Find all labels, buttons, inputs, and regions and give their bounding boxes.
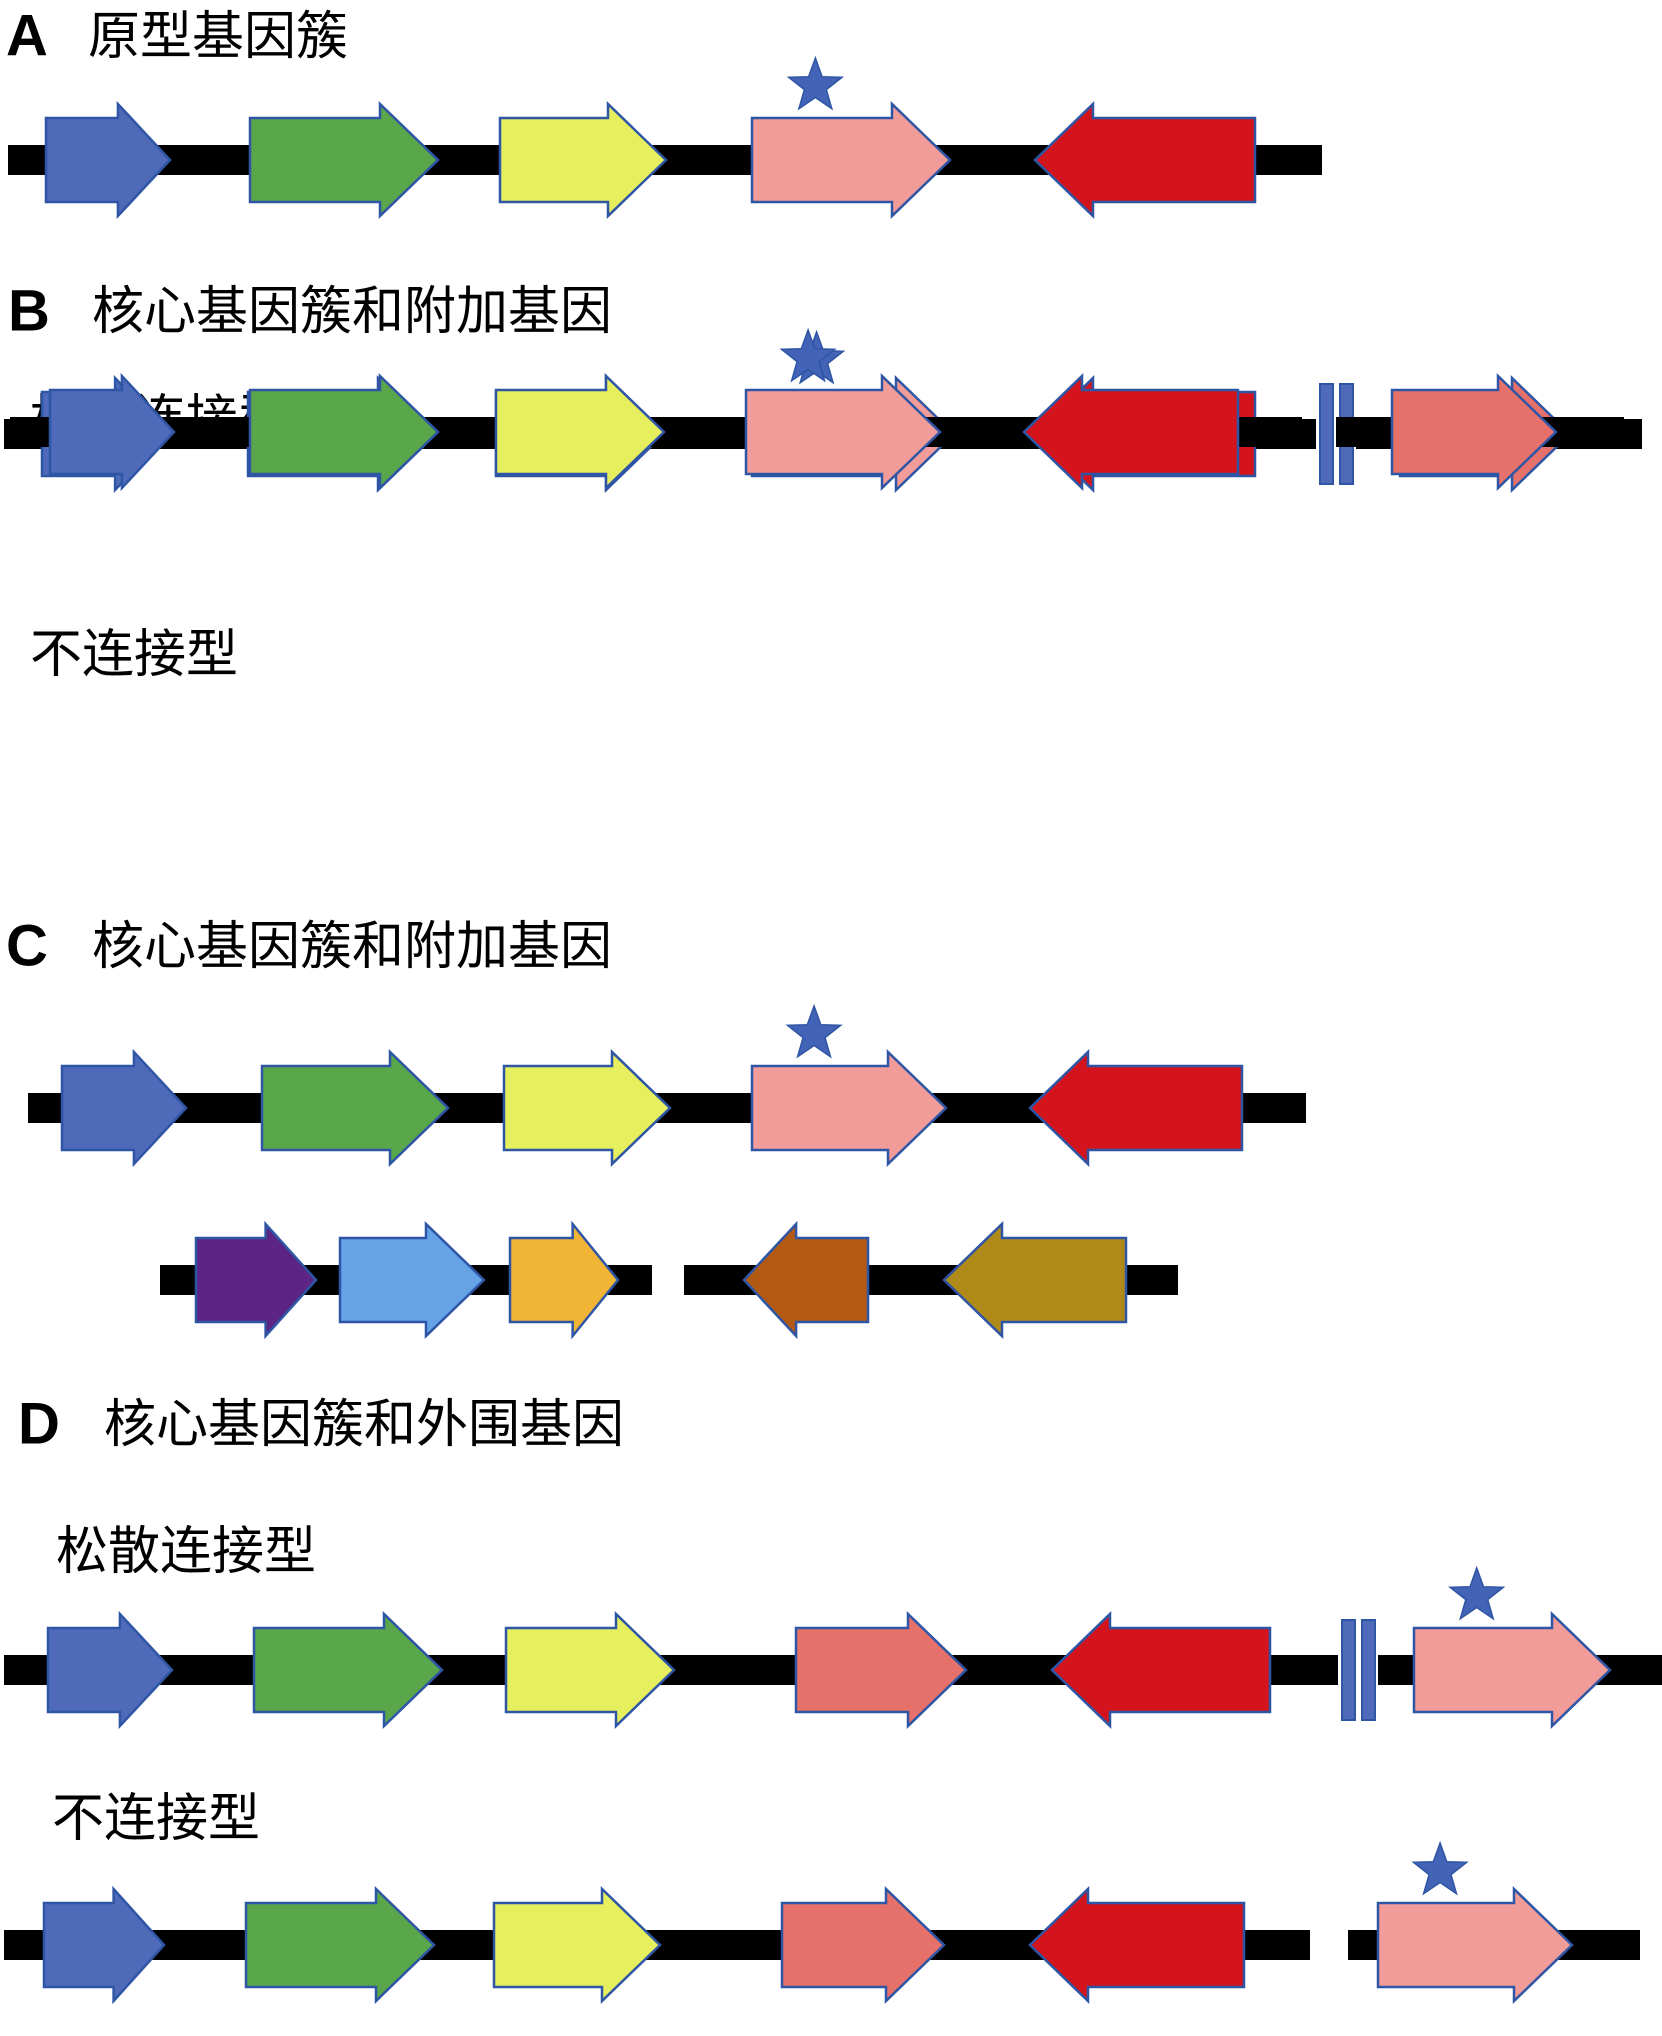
break-bar [1361,1619,1376,1721]
section-c: C 核心基因簇和附加基因 [6,913,1306,1340]
gene-arrow-green [260,1049,450,1167]
gene-arrow-salmon [780,1886,946,2004]
gene-arrow-red [1028,1049,1244,1167]
gene-arrow-blue [42,1885,166,2005]
gene-arrow-salmon [1390,373,1558,491]
break-bar [1319,383,1334,485]
star-icon [786,55,845,111]
gene-arrow-yellow [492,1886,662,2004]
gene-arrow-pink [1412,1611,1612,1729]
gene-arrow-lightblue [338,1221,486,1339]
section-letter: B [8,278,50,343]
gene-arrow-blue [44,100,172,220]
gene-arrow-red [1033,101,1257,219]
break-marker [1316,379,1356,489]
gene-arrow-pink [750,101,952,219]
gene-arrow-red [1022,373,1240,491]
gene-arrow-green [244,1886,436,2004]
gene-arrow-pink [1376,1886,1574,2004]
section-title: 核心基因簇和附加基因 [92,917,612,977]
break-bar [1341,1619,1356,1721]
row-subtitle: 不连接型 [30,625,238,685]
gene-arrow-blue [46,1610,174,1730]
gene-row: 不连接型 [4,1789,1640,2005]
section-title: 核心基因簇和外围基因 [104,1395,624,1455]
gene-arrow-red [1028,1886,1246,2004]
gene-arrow-yellow [498,101,668,219]
gene-arrow-olive [942,1221,1128,1339]
star-icon [785,1003,843,1059]
gene-row [28,1003,1306,1168]
star-icon [779,327,837,383]
gene-arrow-green [248,101,440,219]
section-letter: A [6,3,48,68]
gene-arrow-purple [194,1220,318,1340]
gene-row [8,55,1322,220]
gene-arrow-blue [48,372,176,492]
gene-row [160,1220,1178,1340]
section-a: A 原型基因簇 [6,3,1322,220]
gene-arrow-green [252,1611,444,1729]
gene-arrow-pink [744,373,942,491]
gene-arrow-brown [742,1220,870,1340]
gene-arrow-green [248,373,440,491]
row-subtitle: 不连接型 [52,1789,260,1849]
gene-arrow-orange [508,1220,620,1340]
gene-arrow-red [1050,1611,1272,1729]
gene-arrow-yellow [504,1611,676,1729]
section-title: 原型基因簇 [88,7,348,67]
section-letter: D [18,1391,60,1456]
break-marker [1338,1615,1378,1725]
section-title: 核心基因簇和附加基因 [92,282,612,342]
gene-arrow-yellow [494,373,666,491]
section-b: B核心基因簇和附加基因松散连接型不连接型 [4,278,1642,685]
section-letter: C [6,913,48,978]
star-icon [1448,1565,1506,1621]
gene-arrow-yellow [502,1049,672,1167]
row-subtitle: 松散连接型 [56,1522,316,1582]
star-icon [1411,1840,1469,1896]
gene-arrow-pink [750,1049,948,1167]
gene-row: 松散连接型 [4,1522,1662,1730]
gene-arrow-blue [60,1048,188,1168]
gene-arrow-salmon [794,1611,968,1729]
gene-row: 不连接型 [10,327,1624,685]
